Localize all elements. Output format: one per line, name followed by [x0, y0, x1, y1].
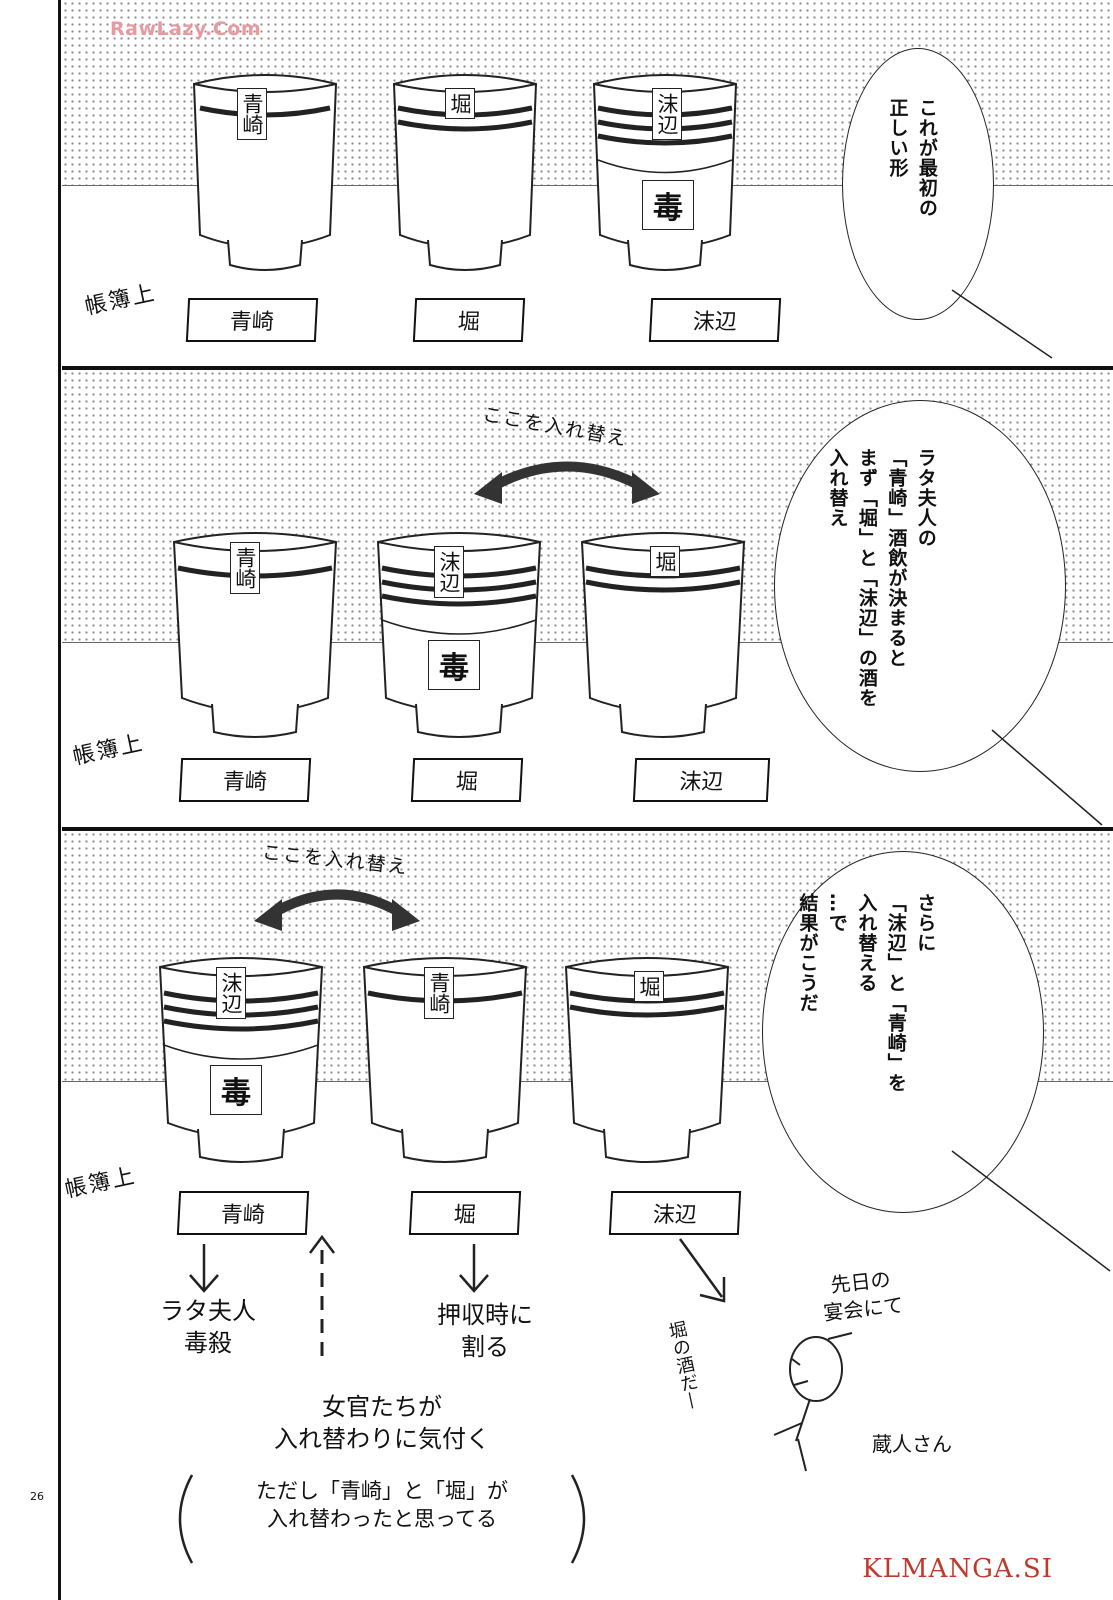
aside-parentheses: [162, 1471, 602, 1567]
ledger-tag-3: 沫辺: [648, 298, 782, 342]
speech-text: これが最初の 正しい形: [886, 98, 938, 218]
cup-2: [374, 528, 544, 748]
bubble-tail: [951, 289, 1053, 359]
poison-tag: 毒: [210, 1065, 262, 1115]
watermark-top: RawLazy.Com: [110, 18, 262, 40]
cup-2-label: 青崎: [424, 967, 455, 1019]
ledger-tag-2: 堀: [410, 758, 524, 802]
poison-tag: 毒: [642, 180, 694, 230]
watermark-bottom: KLMANGA.SI: [862, 1554, 1053, 1584]
kurodo-label: 蔵人さん: [872, 1432, 952, 1456]
panel-1: 青崎 堀 沫辺 毒 帳簿上 青崎 堀 沫辺 これが最初の 正しい形: [62, 0, 1113, 370]
arrow-up-dashed: [309, 1234, 335, 1356]
cup-3: [562, 953, 732, 1173]
ledger-tag-1: 青崎: [176, 1191, 310, 1235]
court-ladies-aside: ただし「青崎」と「堀」が 入れ替わったと思ってる: [256, 1479, 508, 1532]
speech-bubble: [842, 48, 994, 320]
panel-3: ここを入れ替え 沫辺 毒 青崎: [62, 831, 1113, 1600]
cup-1-label: 沫辺: [216, 967, 247, 1019]
cup-1: [190, 70, 340, 280]
ledger-tag-3: 沫辺: [608, 1191, 742, 1235]
ledger-tag-1: 青崎: [185, 298, 319, 342]
ledger-tag-1: 青崎: [178, 758, 312, 802]
page-number: 26: [30, 1490, 44, 1503]
ledger-tag-2: 堀: [412, 298, 526, 342]
cup-2: [360, 953, 530, 1173]
cup-1: [170, 528, 340, 748]
bubble-tail: [991, 729, 1103, 826]
cup-3-label: 堀: [634, 971, 665, 1002]
bubble-tail: [951, 1150, 1111, 1272]
outcome-broken: 押収時に 割る: [437, 1301, 533, 1362]
outcome-poisoned: ラタ夫人 毒殺: [160, 1297, 256, 1358]
cup-1-label: 青崎: [237, 88, 268, 140]
cup-3-label: 堀: [650, 546, 681, 577]
speech-text: ラタ夫人の 「青崎」酒飲が決まると まず「堀」と「沫辺」の酒を 入れ替え: [826, 448, 937, 708]
panel-2: ここを入れ替え 青崎 沫辺 毒: [62, 370, 1113, 831]
court-ladies-note: 女官たちが 入れ替わりに気付く: [274, 1393, 490, 1454]
poison-tag: 毒: [428, 640, 480, 690]
speech-text: さらに 「沫辺」と「青崎」を 入れ替える …で 結果がこうだ: [796, 893, 937, 1093]
cup-2: [390, 70, 540, 280]
ledger-tag-3: 沫辺: [632, 758, 771, 802]
page-gutter: [0, 0, 61, 1600]
arrow-down-3: [678, 1238, 726, 1303]
cup-3-label: 沫辺: [652, 88, 683, 140]
speech-bubble: [762, 851, 1044, 1213]
ledger-tag-2: 堀: [408, 1191, 522, 1235]
arrow-down-2: [459, 1244, 489, 1293]
cup-2-label: 堀: [445, 88, 476, 119]
speech-bubble: [774, 400, 1066, 772]
cup-1-label: 青崎: [230, 542, 261, 594]
cup-1: [156, 953, 326, 1173]
swap-arrow: [474, 461, 660, 504]
swap-arrow: [254, 889, 420, 931]
arrow-down-1: [189, 1244, 219, 1293]
cup-2-label: 沫辺: [434, 546, 465, 598]
kurodo-doodle: [773, 1332, 853, 1472]
